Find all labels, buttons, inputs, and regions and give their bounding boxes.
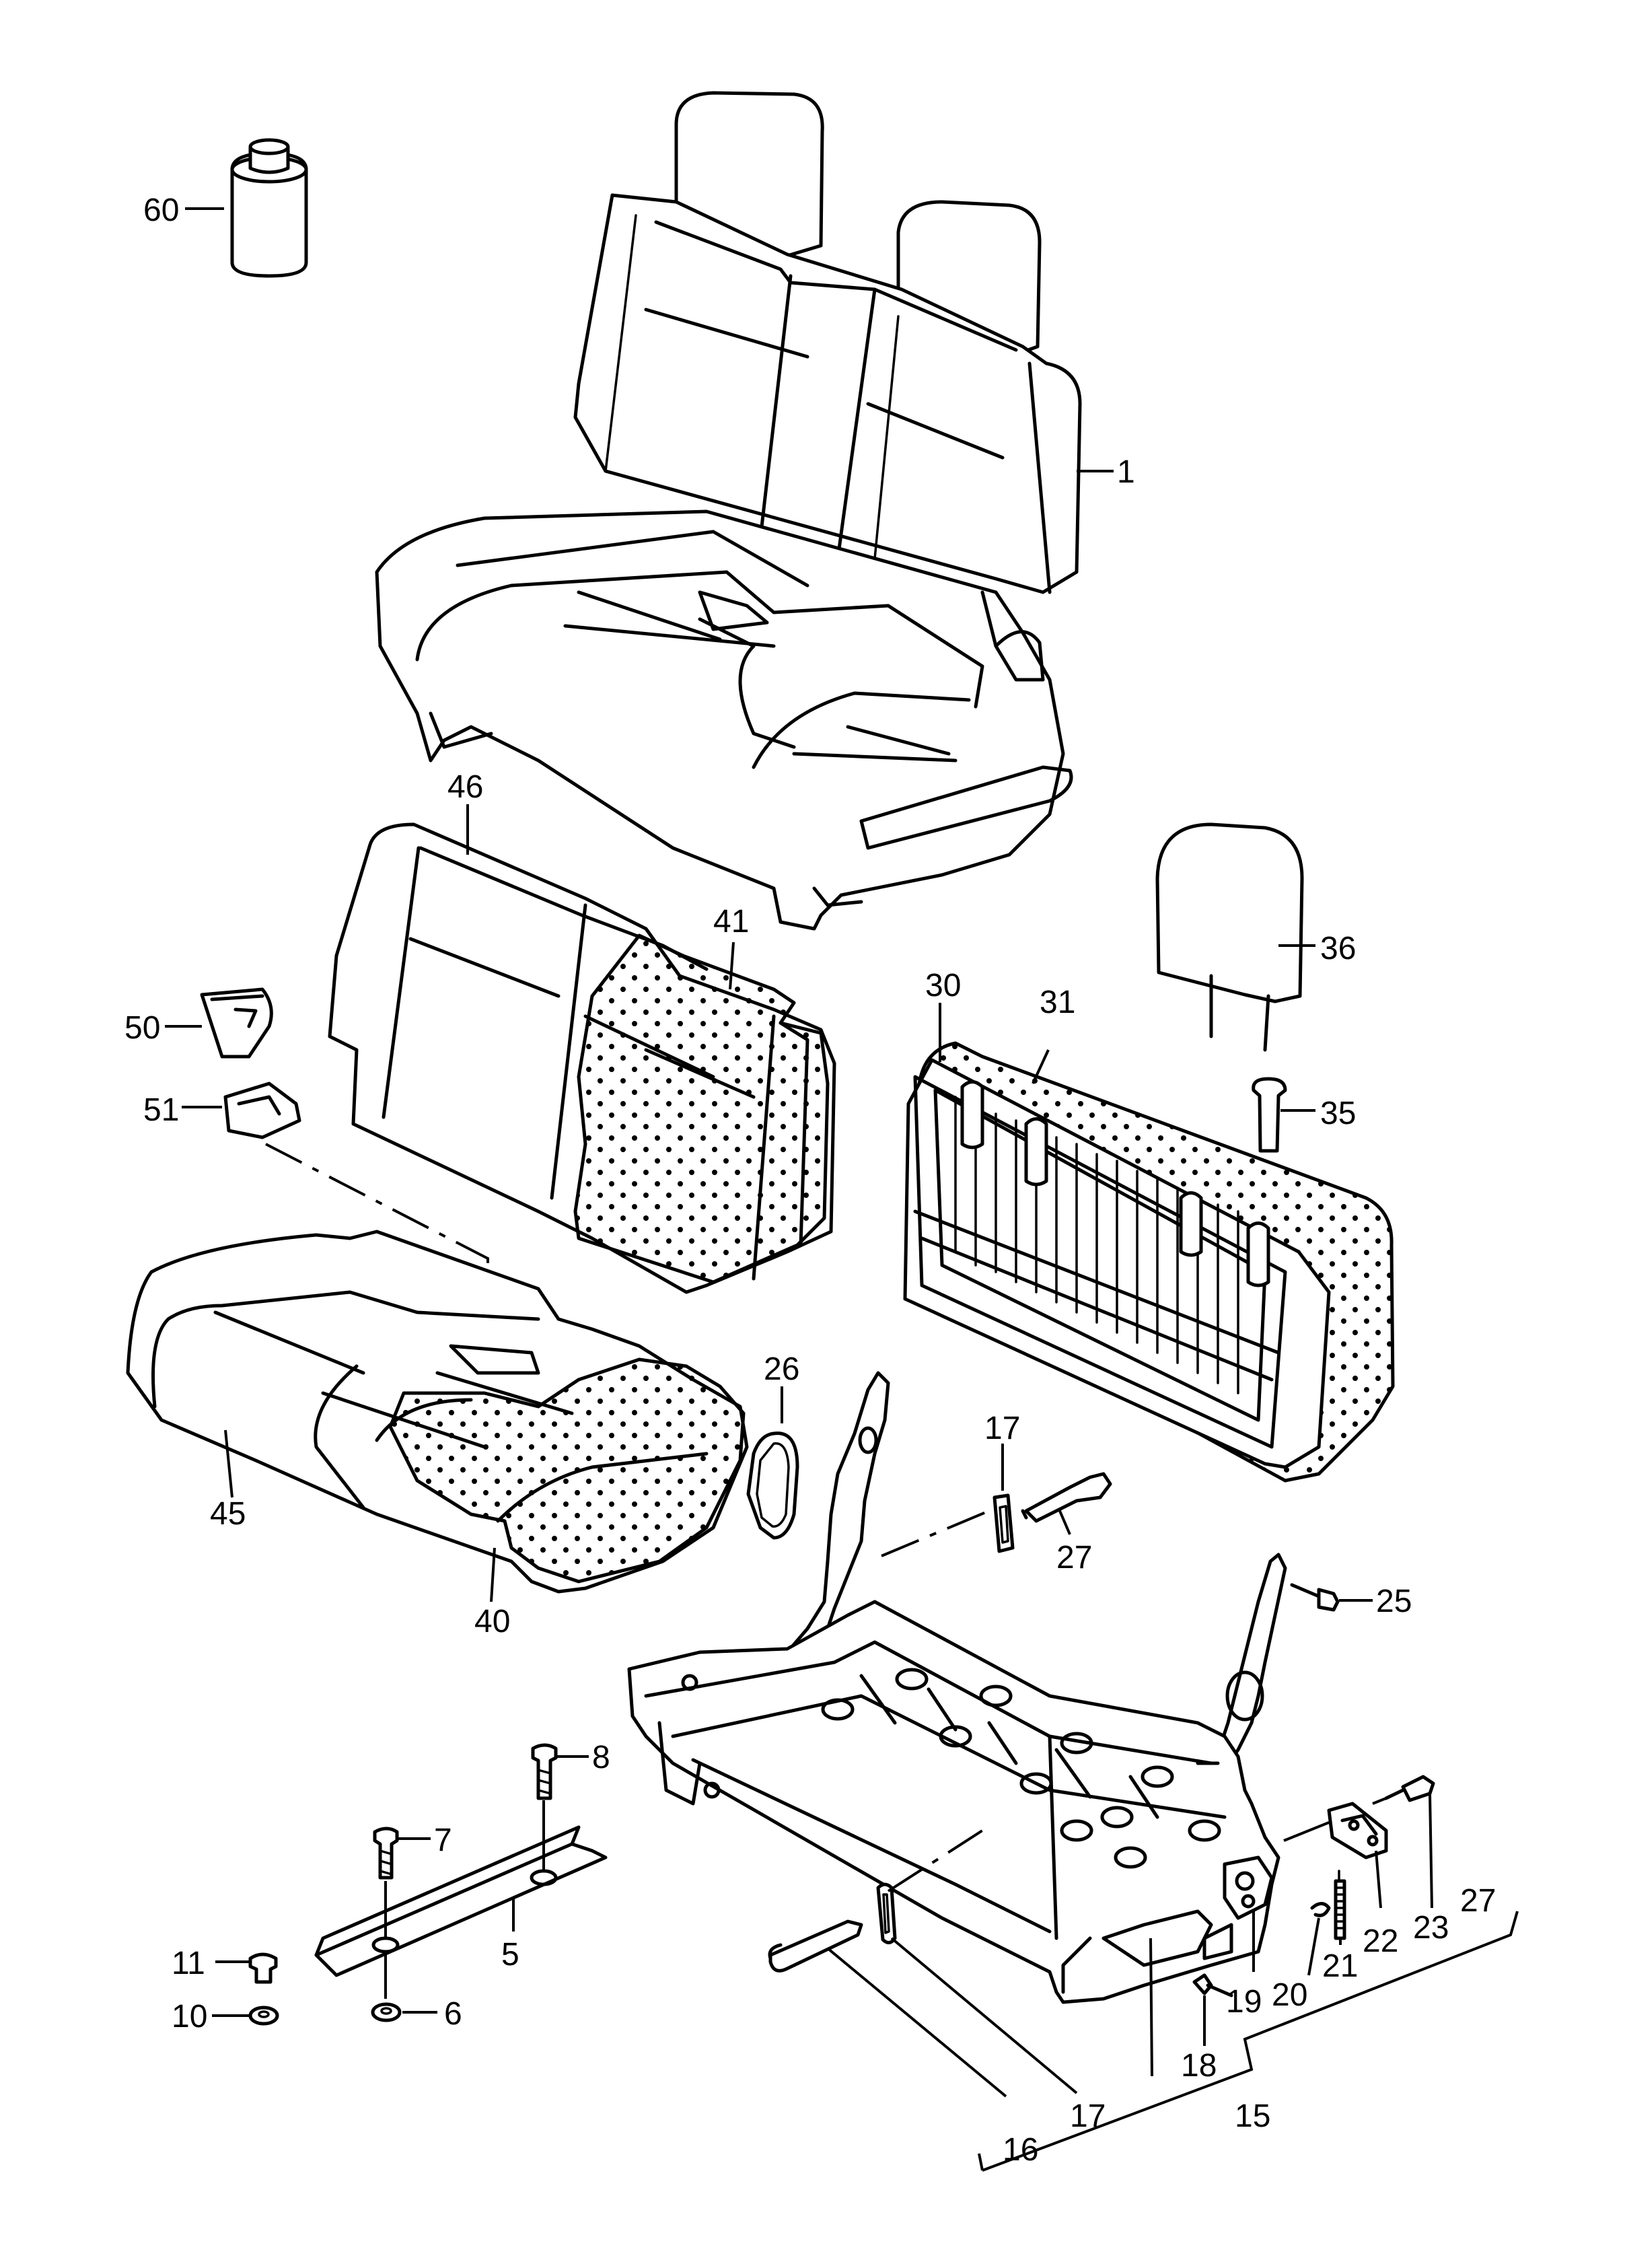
callout-40: 40 xyxy=(474,1604,510,1639)
bolt-8-drawing xyxy=(531,1743,558,1800)
bench-seat-drawing xyxy=(375,91,1082,931)
callout-51: 51 xyxy=(143,1092,179,1128)
callout-36: 36 xyxy=(1320,931,1356,966)
callout-10: 10 xyxy=(172,1999,207,2034)
callout-30: 30 xyxy=(925,968,961,1003)
cable-grommet-drawing xyxy=(992,1493,1015,1553)
trim-ring-drawing xyxy=(746,1431,799,1540)
seat-cover-drawing xyxy=(126,1230,749,1594)
callout-18: 18 xyxy=(1181,2048,1217,2084)
callout-20: 20 xyxy=(1272,1977,1307,2013)
callout-15: 15 xyxy=(1235,2098,1270,2134)
release-lever-drawing-top xyxy=(1021,1472,1112,1523)
bolt-23-drawing xyxy=(1384,1775,1435,1802)
fixing-strip-drawing xyxy=(314,1825,608,1977)
callout-35: 35 xyxy=(1320,1096,1356,1131)
callout-1: 1 xyxy=(1117,454,1135,490)
clip-drawing xyxy=(1310,1902,1331,1917)
retainer-drawing xyxy=(223,1082,301,1139)
headrest-drawing xyxy=(1155,822,1304,1052)
callout-25: 25 xyxy=(1376,1584,1412,1619)
callout-31: 31 xyxy=(1040,985,1075,1020)
seat-frame-drawing xyxy=(627,1371,1287,2004)
callout-22: 22 xyxy=(1363,1923,1398,1959)
cover-cap-drawing xyxy=(200,987,273,1059)
callout-45: 45 xyxy=(210,1496,246,1532)
callout-6: 6 xyxy=(444,1996,462,2032)
callout-17-top: 17 xyxy=(984,1411,1020,1446)
callout-labels: 60 1 46 41 36 30 31 50 35 51 26 17 45 27… xyxy=(124,192,1496,2168)
callout-5: 5 xyxy=(501,1937,519,1973)
callout-11: 11 xyxy=(172,1946,205,1981)
backrest-frame-drawing xyxy=(903,1041,1395,1483)
callout-26: 26 xyxy=(764,1351,799,1387)
cable-grommet-drawing-lower xyxy=(876,1882,897,1944)
callout-17-bottom: 17 xyxy=(1070,2098,1106,2134)
washer-10-drawing xyxy=(248,2006,279,2026)
bolt-25-drawing xyxy=(1290,1583,1340,1612)
callout-41: 41 xyxy=(713,904,749,940)
callout-27-top: 27 xyxy=(1056,1540,1092,1575)
headrest-guide-drawing xyxy=(1252,1077,1287,1153)
callout-27-right: 27 xyxy=(1460,1883,1496,1919)
callout-50: 50 xyxy=(124,1010,160,1046)
tension-spring-drawing xyxy=(1334,1870,1346,1940)
bolt-18-drawing xyxy=(1192,1973,1233,1997)
adhesive-can-drawing xyxy=(230,138,308,278)
callout-8: 8 xyxy=(592,1740,610,1775)
callout-21: 21 xyxy=(1322,1948,1358,1984)
expanding-rivet-drawing xyxy=(248,1952,278,1984)
callout-19: 19 xyxy=(1226,1984,1262,2020)
callout-16: 16 xyxy=(1003,2132,1038,2168)
callout-7: 7 xyxy=(434,1822,452,1858)
bracket-drawing xyxy=(1327,1802,1388,1859)
bolt-7-drawing xyxy=(373,1827,399,1880)
callout-23: 23 xyxy=(1413,1910,1449,1946)
backrest-cover-drawing xyxy=(328,822,836,1294)
washer-6-drawing xyxy=(371,2002,402,2022)
callout-60: 60 xyxy=(143,192,179,228)
release-handle-drawing xyxy=(768,1919,863,1973)
callout-46: 46 xyxy=(447,769,483,805)
